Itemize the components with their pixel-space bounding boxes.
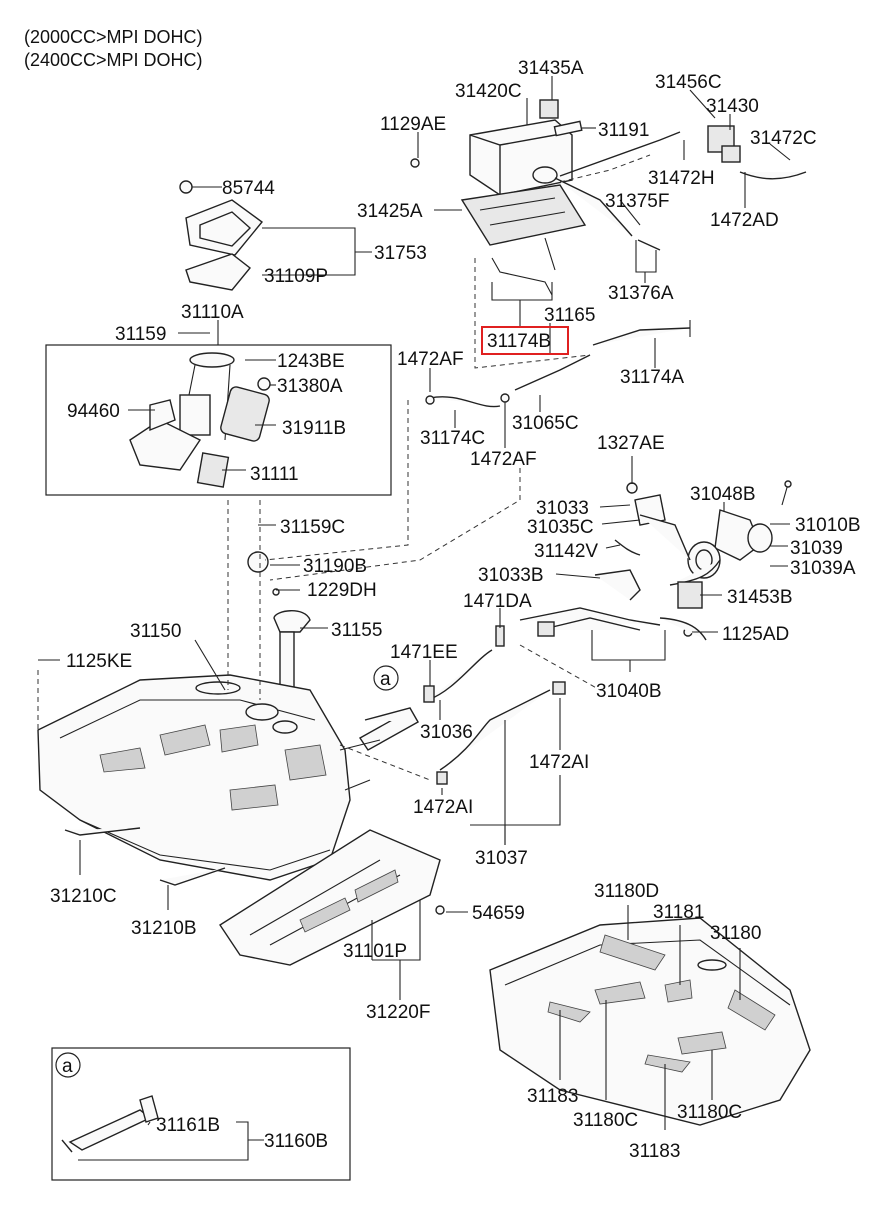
callout-31911B: 31911B (282, 418, 346, 439)
callout-1125AD: 1125AD (722, 624, 789, 645)
callout-31753: 31753 (374, 243, 427, 264)
detail-marker-inset: a (62, 1056, 73, 1077)
callout-31142V: 31142V (534, 541, 598, 562)
callout-31101P: 31101P (343, 941, 407, 962)
engine-variant-line-2: (2400CC>MPI DOHC) (24, 50, 203, 70)
fuel-pump-module (129, 352, 271, 488)
leader-lines (38, 76, 791, 1161)
callout-31210C: 31210C (50, 886, 117, 907)
callout-31174B: 31174B (487, 331, 551, 352)
callout-31453B: 31453B (727, 587, 793, 608)
detail-marker-main-circle (373, 665, 399, 691)
heat-protector (219, 829, 445, 966)
filler-neck-pipes (425, 258, 691, 408)
callout-1229DH: 1229DH (307, 580, 377, 601)
callout-1472AD: 1472AD (710, 210, 779, 231)
callout-85744: 85744 (222, 178, 275, 199)
callout-31183-left: 31183 (527, 1086, 578, 1107)
callout-31425A: 31425A (357, 201, 423, 222)
part-number-callouts: 31435A 31420C 31456C 1129AE 31430 31191 … (50, 58, 861, 1162)
callout-31039A: 31039A (790, 558, 856, 579)
callout-31420C: 31420C (455, 81, 522, 102)
breather-hoses (358, 649, 566, 785)
callout-31220F: 31220F (366, 1002, 430, 1023)
callout-31037: 31037 (475, 848, 528, 869)
callout-31435A: 31435A (518, 58, 584, 79)
callout-31033: 31033 (536, 498, 589, 519)
callout-31174C: 31174C (420, 428, 485, 449)
callout-31159: 31159 (115, 324, 166, 345)
callout-1471DA: 1471DA (463, 591, 532, 612)
callout-94460: 94460 (67, 401, 120, 422)
callout-31183-right: 31183 (629, 1141, 680, 1162)
callout-31174A: 31174A (620, 367, 684, 388)
callout-54659: 54659 (472, 903, 525, 924)
callout-31161B: 31161B (156, 1115, 220, 1136)
fuel-tank (37, 674, 381, 881)
callout-31010B: 31010B (795, 515, 861, 536)
callout-31109P: 31109P (264, 266, 328, 287)
callout-31033B: 31033B (478, 565, 544, 586)
callout-31165: 31165 (544, 305, 595, 326)
fuel-filler-pipe (495, 607, 707, 647)
callout-31036: 31036 (420, 722, 473, 743)
callout-31380A: 31380A (277, 376, 343, 397)
canister-assembly (410, 99, 587, 296)
callout-31456C: 31456C (655, 72, 722, 93)
routing-dashed-lines (37, 154, 651, 781)
inset-filler-tube (61, 1095, 159, 1153)
callout-31040B: 31040B (596, 681, 662, 702)
callout-31111: 31111 (250, 464, 299, 485)
callout-1243BE: 1243BE (277, 351, 345, 372)
filler-cap-assembly (594, 480, 792, 637)
callout-31180C-right: 31180C (677, 1102, 742, 1123)
callout-1129AE: 1129AE (380, 114, 446, 135)
callout-31472H: 31472H (648, 168, 715, 189)
callout-31065C: 31065C (512, 413, 579, 434)
detail-marker-inset-circle (55, 1052, 81, 1078)
main-filler-tube (364, 707, 419, 723)
callout-1472AI-left: 1472AI (413, 797, 473, 818)
highlight-box-31174B (481, 326, 569, 355)
callout-1471EE: 1471EE (390, 642, 458, 663)
callout-1327AE: 1327AE (597, 433, 665, 454)
callout-31159C: 31159C (280, 517, 345, 538)
fuel-tank-with-pads (489, 917, 811, 1126)
callout-31110A: 31110A (181, 302, 244, 323)
callout-31160B: 31160B (264, 1131, 328, 1152)
vapor-hoses (554, 125, 807, 251)
engine-variant-line-1: (2000CC>MPI DOHC) (24, 27, 203, 47)
callout-31035C: 31035C (527, 517, 594, 538)
callout-31181: 31181 (653, 902, 704, 923)
callout-31190B: 31190B (303, 556, 367, 577)
callout-31039: 31039 (790, 538, 843, 559)
callout-1125KE: 1125KE (66, 651, 132, 672)
fuel-sender-unit (247, 551, 311, 693)
callout-31150: 31150 (130, 621, 181, 642)
callout-31210B: 31210B (131, 918, 197, 939)
callout-1472AI-right: 1472AI (529, 752, 589, 773)
callout-31180: 31180 (710, 923, 761, 944)
callout-31155: 31155 (331, 620, 382, 641)
callout-31430: 31430 (706, 96, 759, 117)
callout-31376A: 31376A (608, 283, 674, 304)
callout-31048B: 31048B (690, 484, 756, 505)
callout-1472AF-lower: 1472AF (470, 449, 537, 470)
pump-cover-plate (179, 180, 264, 291)
callout-31180C-left: 31180C (573, 1110, 638, 1131)
callout-31191: 31191 (598, 120, 649, 141)
callout-1472AF-upper: 1472AF (397, 349, 464, 370)
tank-straps (64, 827, 226, 886)
detail-marker-main: a (380, 669, 391, 690)
callout-31180D: 31180D (594, 881, 659, 902)
detail-a-inset-box (51, 1047, 351, 1181)
callout-31472C: 31472C (750, 128, 817, 149)
callout-31375F: 31375F (605, 191, 669, 212)
